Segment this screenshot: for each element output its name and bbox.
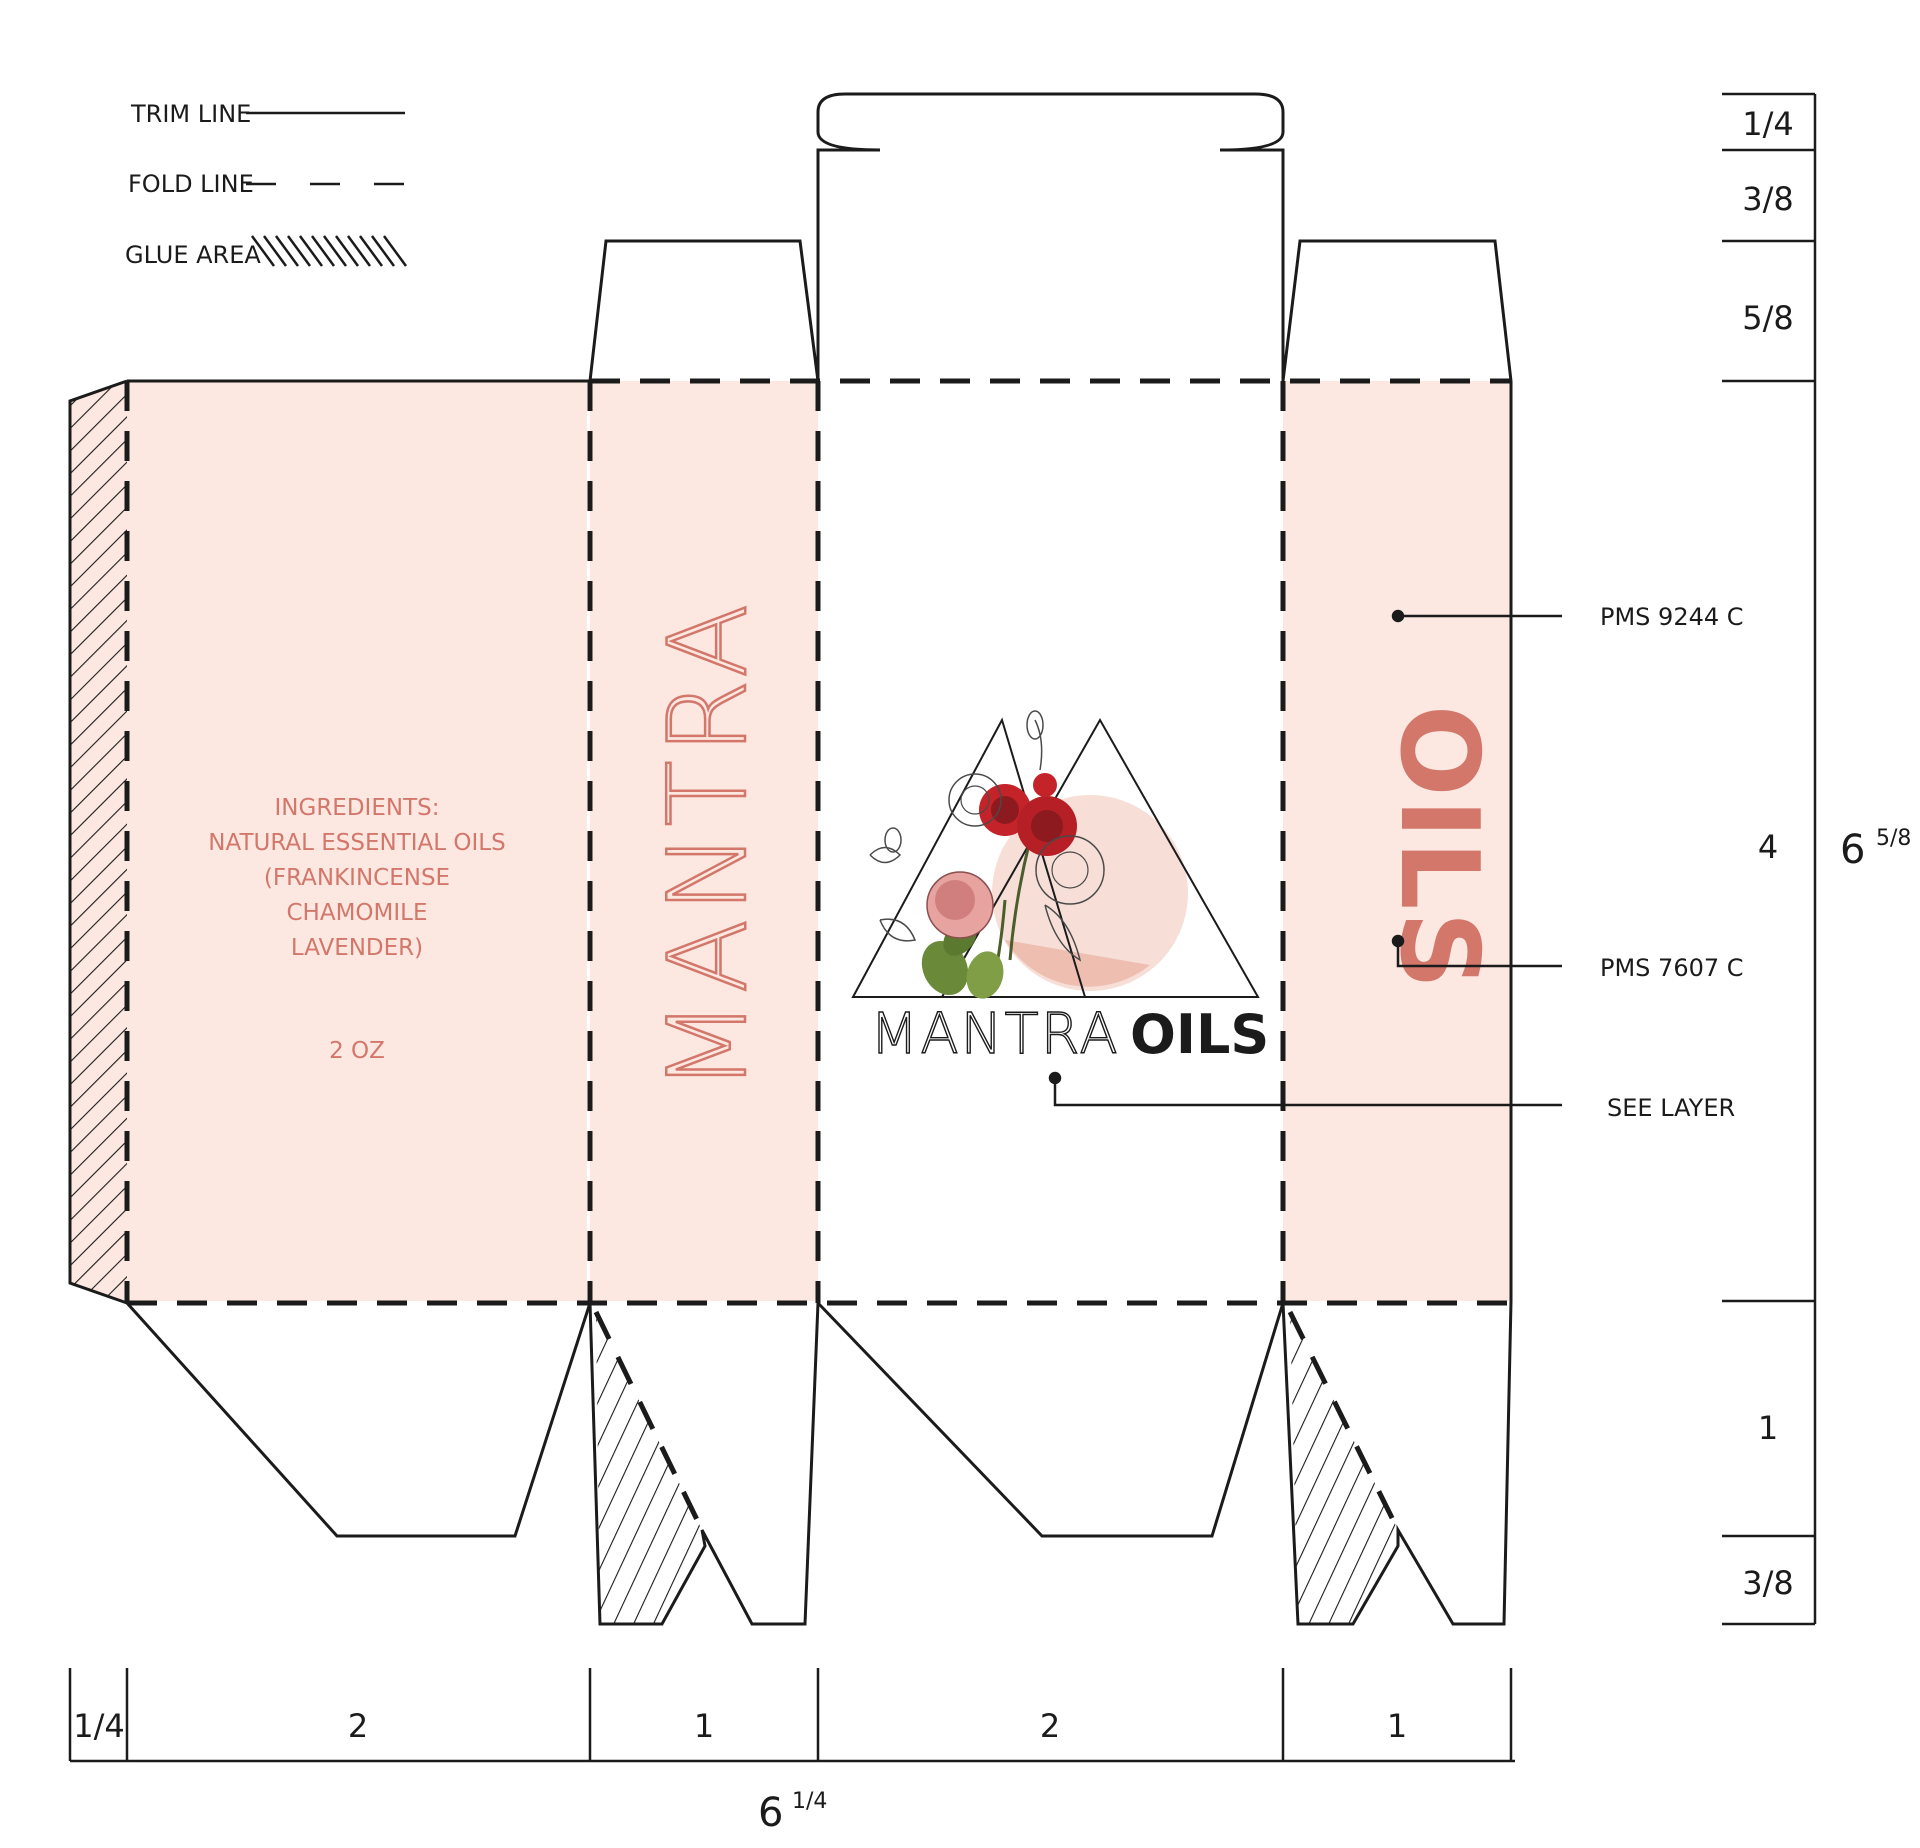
vdim-total-whole: 6: [1840, 827, 1865, 873]
legend-fold-label: FOLD LINE: [128, 170, 254, 198]
hdim-side-left: 1: [694, 1707, 714, 1745]
ingredients-line-4: CHAMOMILE: [286, 900, 427, 926]
hdim-glue: 1/4: [73, 1707, 125, 1745]
rose-illustration: [869, 710, 1105, 999]
vertical-dimension-ruler: [1722, 92, 1817, 1626]
vdim-total-fraction: 5/8: [1876, 826, 1911, 851]
side-panel-left: [590, 381, 818, 1301]
legend: TRIM LINE FOLD LINE GLUE AREA: [125, 100, 408, 269]
vdim-dust-flap: 5/8: [1742, 299, 1794, 337]
logo-oils: OILS: [1130, 1003, 1269, 1066]
callout-see-layer: SEE LAYER: [1607, 1094, 1735, 1122]
side-panel-right: [1283, 381, 1511, 1301]
callout-pms-dark: PMS 7607 C: [1600, 954, 1744, 982]
hdim-front: 2: [1040, 1707, 1060, 1745]
vdim-bottom: 1: [1758, 1409, 1778, 1447]
side-oils-text: OILS: [1376, 705, 1501, 992]
vdim-top-flap: 3/8: [1742, 180, 1794, 218]
hdim-total-fraction: 1/4: [792, 1789, 827, 1814]
horizontal-dimension-ruler: [68, 1668, 1515, 1763]
logo-mantra: MANTRA: [870, 1002, 1120, 1067]
panel-fills: [70, 381, 1511, 1303]
bottom-glue-right: [1290, 1312, 1398, 1624]
hdim-total-whole: 6: [758, 1790, 783, 1836]
logo-circle-shade: [1005, 940, 1150, 987]
side-mantra-text: MANTRA: [646, 598, 771, 1092]
bottom-glue-left: [596, 1312, 702, 1624]
legend-glue-sample: [250, 235, 408, 267]
hdim-back: 2: [348, 1707, 368, 1745]
fold-lines: [124, 378, 1511, 1532]
ingredients-line-5: LAVENDER): [291, 935, 423, 961]
front-logo: MANTRA OILS: [851, 710, 1269, 1068]
callouts: [1048, 609, 1562, 1107]
net-weight: 2 OZ: [329, 1038, 385, 1064]
ingredients-line-3: (FRANKINCENSE: [264, 865, 450, 891]
hdim-side-right: 1: [1387, 1707, 1407, 1745]
legend-glue-label: GLUE AREA: [125, 241, 261, 269]
ingredients-line-1: INGREDIENTS:: [275, 795, 440, 821]
logo-triangle-right: [940, 717, 1260, 998]
glue-flap-hatch: [70, 381, 127, 1303]
vdim-top-lip: 1/4: [1742, 105, 1794, 143]
ingredients-line-2: NATURAL ESSENTIAL OILS: [208, 830, 505, 856]
callout-pms-light: PMS 9244 C: [1600, 603, 1744, 631]
legend-trim-label: TRIM LINE: [130, 100, 251, 128]
ingredients-block: INGREDIENTS: NATURAL ESSENTIAL OILS (FRA…: [208, 795, 505, 1064]
back-panel: [127, 381, 587, 1301]
vdim-bottom-tab: 3/8: [1742, 1564, 1794, 1602]
vdim-body: 4: [1758, 828, 1778, 866]
